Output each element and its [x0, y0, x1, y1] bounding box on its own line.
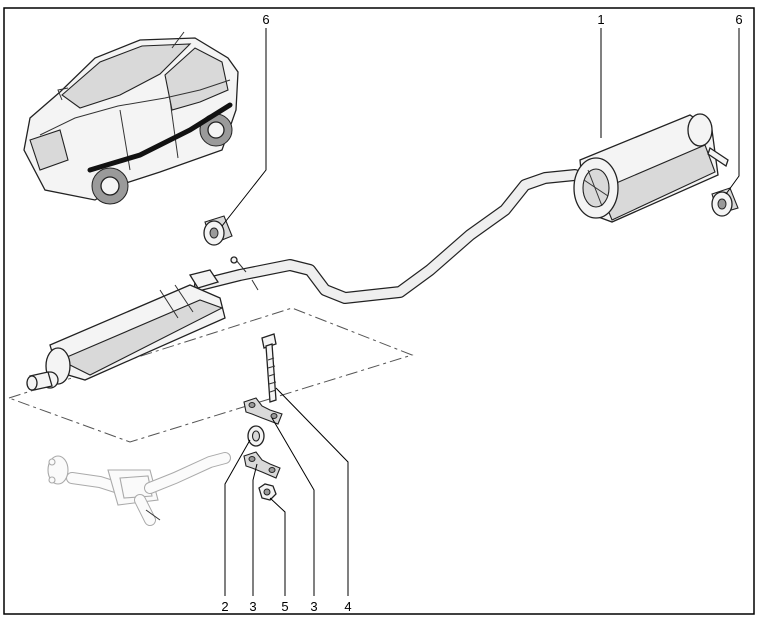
car-illustration [23, 31, 239, 205]
bolt [261, 333, 277, 403]
front-resonator [26, 269, 226, 391]
callout-1: 1 [597, 12, 604, 27]
mounting-zone-outline [7, 307, 414, 443]
diagram-frame [3, 7, 755, 615]
callout-6-right: 6 [735, 12, 742, 27]
callout-4: 4 [344, 599, 351, 614]
callout-6-left: 6 [262, 12, 269, 27]
rear-muffler [573, 113, 729, 223]
clamp-upper [243, 397, 283, 425]
callout-2: 2 [221, 599, 228, 614]
callout-5: 5 [281, 599, 288, 614]
nut [258, 483, 277, 501]
washer [247, 425, 265, 447]
leader-lines [221, 28, 740, 596]
callout-3-lower: 3 [310, 599, 317, 614]
catalytic-converter-faded [47, 452, 231, 526]
exhaust-pipe [194, 169, 581, 304]
clamp-lower [243, 451, 281, 479]
rubber-mount-left [203, 215, 233, 246]
rubber-mount-right [711, 187, 739, 217]
callout-3-upper: 3 [249, 599, 256, 614]
